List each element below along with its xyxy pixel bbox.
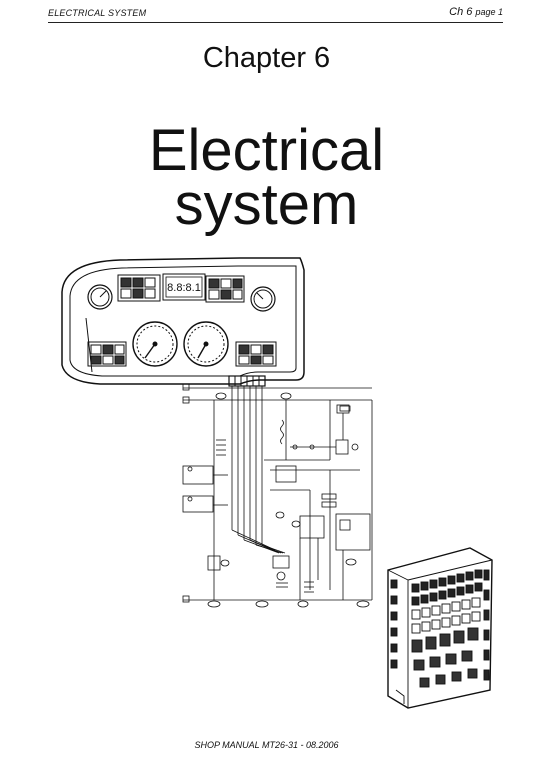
wiring-diagram [182, 383, 373, 608]
dash-digital-display: 8.8:8.1 [167, 282, 201, 294]
title-line-2: system [174, 172, 359, 237]
header-chapter: Ch 6 [449, 6, 473, 18]
header-section-title: ELECTRICAL SYSTEM [48, 8, 147, 18]
dashboard-panel: 8.8:8.1 [61, 257, 305, 385]
page-header: ELECTRICAL SYSTEM Ch 6 page 1 [48, 6, 503, 23]
header-page: page 1 [475, 7, 503, 17]
page-footer: SHOP MANUAL MT26-31 - 08.2006 [194, 740, 339, 750]
control-unit-board [387, 547, 493, 709]
title-line-1: Electrical [148, 118, 385, 183]
chapter-title: Chapter 6 [202, 42, 331, 74]
dash-connector [228, 375, 266, 387]
header-page-ref: Ch 6 page 1 [449, 6, 503, 18]
page-title: Electrical system [0, 118, 533, 237]
